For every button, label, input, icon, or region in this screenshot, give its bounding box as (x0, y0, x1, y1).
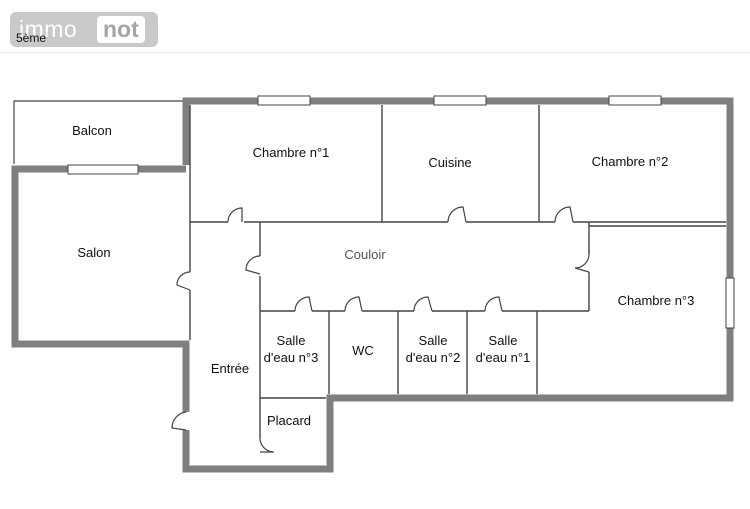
door-swings (171, 206, 590, 453)
logo-immo-text: immo (19, 16, 78, 42)
room-label-salle1-line1: Salle (489, 333, 518, 348)
door-entree (171, 411, 187, 431)
window-salon (67, 164, 139, 175)
room-label-chambre1: Chambre n°1 (253, 145, 330, 160)
door-couloir (245, 255, 261, 275)
room-label-salle3-line2: d'eau n°3 (264, 350, 319, 365)
room-label-chambre3: Chambre n°3 (618, 293, 695, 308)
interior-partitions (189, 105, 726, 438)
door-salle2 (413, 296, 433, 312)
header-divider (0, 52, 750, 53)
room-label-salle1-line2: d'eau n°1 (476, 350, 531, 365)
room-label-salle2-line2: d'eau n°2 (406, 350, 461, 365)
window-cuisine (433, 95, 487, 106)
room-label-placard: Placard (267, 413, 311, 428)
immonot-logo: immo not (10, 12, 158, 47)
door-placard (259, 437, 275, 453)
window-chambre1 (257, 95, 311, 106)
windows (67, 95, 735, 329)
door-wc (344, 296, 363, 312)
window-chambre2 (608, 95, 662, 106)
logo-not-text: not (97, 16, 145, 43)
window-chambre3 (725, 277, 735, 329)
door-salle3 (294, 296, 313, 312)
door-cuisine (447, 206, 467, 223)
room-label-cuisine: Cuisine (428, 155, 471, 170)
room-label-salle3-line1: Salle (277, 333, 306, 348)
door-salle1 (484, 296, 503, 312)
door-salon (176, 271, 191, 291)
room-label-couloir: Couloir (344, 247, 386, 262)
door-chambre3 (574, 253, 590, 273)
door-chambre1 (227, 207, 243, 223)
room-label-entree: Entrée (211, 361, 249, 376)
floor-level-label: 5ème (16, 31, 47, 45)
room-label-salle2-line1: Salle (419, 333, 448, 348)
door-chambre2 (554, 206, 574, 223)
room-label-chambre2: Chambre n°2 (592, 154, 669, 169)
room-label-salon: Salon (77, 245, 110, 260)
room-label-balcon: Balcon (72, 123, 112, 138)
room-label-wc: WC (352, 343, 374, 358)
